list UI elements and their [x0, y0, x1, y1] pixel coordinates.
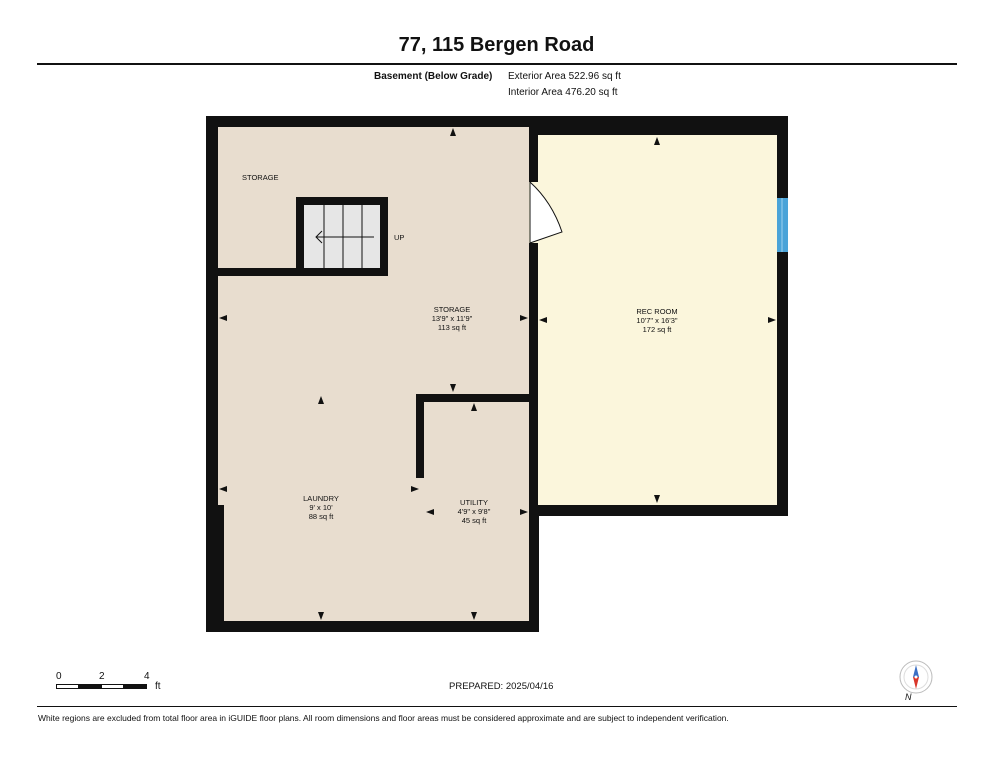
- utility-name: UTILITY: [460, 498, 488, 507]
- walls: [206, 116, 788, 632]
- rec-room-floor: [529, 116, 788, 515]
- compass: N: [899, 660, 935, 704]
- utility-dims: 4'9" x 9'8": [458, 507, 491, 516]
- storage-main-area: 113 sq ft: [438, 323, 467, 332]
- stairs-up-label: UP: [394, 233, 404, 242]
- scale-segment-2: [78, 684, 102, 689]
- scale-bar: 0 2 4 ft: [56, 671, 176, 695]
- stair-arrowhead: [315, 230, 323, 244]
- exterior-area: Exterior Area 522.96 sq ft: [508, 71, 621, 82]
- compass-north-label: N: [905, 692, 912, 702]
- floor-label: Basement (Below Grade): [374, 71, 493, 82]
- left-block-floor: [206, 116, 539, 632]
- storage-main-name: STORAGE: [434, 305, 471, 314]
- door-swing: [529, 180, 563, 244]
- storage-small-name: STORAGE: [242, 173, 279, 182]
- dimension-arrows: [219, 128, 776, 620]
- compass-rose-icon: [899, 660, 933, 694]
- utility-area: 45 sq ft: [462, 516, 488, 525]
- laundry-dims: 9' x 10': [309, 503, 333, 512]
- rec-room-area: 172 sq ft: [643, 325, 673, 334]
- storage-main-dims: 13'9" x 11'9": [432, 314, 473, 323]
- scale-segment-4: [123, 684, 147, 689]
- interior-area: Interior Area 476.20 sq ft: [508, 87, 618, 98]
- scale-segment-1: [56, 684, 79, 689]
- prepared-date: PREPARED: 2025/04/16: [449, 681, 554, 692]
- title-divider: [37, 63, 957, 65]
- laundry-area: 88 sq ft: [309, 512, 335, 521]
- scale-mark-0: 0: [56, 671, 62, 682]
- rec-room-name: REC ROOM: [636, 307, 677, 316]
- footer-divider: [37, 706, 957, 707]
- scale-unit: ft: [155, 681, 161, 692]
- scale-segment-3: [101, 684, 124, 689]
- laundry-name: LAUNDRY: [303, 494, 339, 503]
- rec-room-dims: 10'7" x 16'3": [636, 316, 677, 325]
- scale-mark-2: 2: [99, 671, 105, 682]
- scale-mark-4: 4: [144, 671, 150, 682]
- disclaimer: White regions are excluded from total fl…: [38, 713, 729, 723]
- page-title: 77, 115 Bergen Road: [398, 34, 595, 56]
